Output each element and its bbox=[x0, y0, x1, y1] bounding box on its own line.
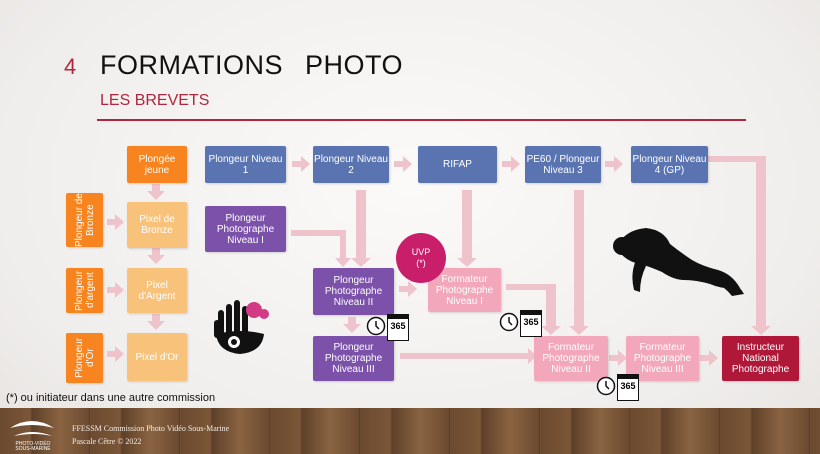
calendar-icon: 365 bbox=[617, 374, 639, 401]
footnote: (*) ou initiateur dans une autre commiss… bbox=[6, 392, 216, 404]
badge-plongeur-argent-label: Plongeur d'argent bbox=[73, 270, 96, 311]
title-rule bbox=[97, 119, 746, 121]
arrow-photo2-photo3 bbox=[343, 317, 361, 333]
arrow-or-pixel bbox=[107, 346, 124, 362]
page-title: FORMATIONS PHOTO bbox=[100, 50, 404, 80]
diver-icon bbox=[613, 228, 744, 296]
arrow-rifap-formateur1 bbox=[457, 190, 477, 267]
page-subtitle: LES BREVETS bbox=[100, 92, 210, 109]
arrow-argent-or bbox=[147, 314, 165, 330]
arrow-bronze-argent bbox=[147, 248, 165, 264]
arrow-bronze-pixel bbox=[107, 214, 124, 230]
arrow-form2-form3 bbox=[609, 350, 627, 366]
box-instructeur: Instructeur National Photographe bbox=[722, 336, 799, 381]
box-photo-n1: Plongeur Photographe Niveau I bbox=[205, 206, 286, 252]
uvp-label: UVP bbox=[411, 247, 431, 257]
badge-plongeur-or: Plongeur d'Or bbox=[66, 333, 103, 383]
box-photo-n3: Plongeur Photographe Niveau III bbox=[313, 336, 394, 381]
arrow-n4-instructeur bbox=[706, 156, 771, 335]
arrow-rifap-pe60 bbox=[502, 156, 520, 172]
box-plongeur-n4: Plongeur Niveau 4 (GP) bbox=[631, 146, 708, 183]
box-pe60: PE60 / Plongeur Niveau 3 bbox=[525, 146, 601, 183]
arrow-formateur1-formateur2 bbox=[506, 284, 561, 335]
box-plongeur-n2: Plongeur Niveau 2 bbox=[313, 146, 389, 183]
badge-plongeur-bronze-label: Plongeur de Bronze bbox=[73, 193, 96, 247]
calendar-icon: 365 bbox=[387, 314, 409, 341]
arrow-photo2-formateur1 bbox=[399, 281, 417, 297]
clock-icon bbox=[499, 312, 519, 332]
badge-plongeur-bronze: Plongeur de Bronze bbox=[66, 193, 103, 247]
box-pixel-bronze: Pixel de Bronze bbox=[127, 202, 187, 248]
arrow-photo3-formateur2 bbox=[400, 348, 537, 364]
uvp-note: (*) bbox=[416, 258, 426, 268]
calendar-icon: 365 bbox=[520, 310, 542, 337]
calendar-label: 365 bbox=[523, 317, 539, 327]
badge-plongeur-argent: Plongeur d'argent bbox=[66, 268, 103, 313]
arrow-n2-rifap bbox=[394, 156, 412, 172]
arrow-n1-n2 bbox=[292, 156, 310, 172]
arrow-argent-pixel bbox=[107, 282, 124, 298]
anemone-fish-icon bbox=[214, 300, 269, 354]
box-plongee-jeune: Plongée jeune bbox=[127, 146, 187, 183]
box-pixel-or: Pixel d'Or bbox=[127, 333, 187, 381]
calendar-label: 365 bbox=[620, 381, 636, 391]
arrow-photo1-photo2 bbox=[291, 230, 351, 267]
box-formateur-n3: Formateur Photographe Niveau III bbox=[626, 336, 699, 381]
svg-text:PHOTO-VIDÉO: PHOTO-VIDÉO bbox=[16, 440, 51, 447]
ffessm-logo-icon: PHOTO-VIDÉO SOUS-MARINE bbox=[10, 421, 54, 450]
arrow-jeune-bronze bbox=[147, 184, 165, 200]
footer-author: Pascale Cêtre © 2022 bbox=[72, 437, 142, 446]
box-formateur-n2: Formateur Photographe Niveau II bbox=[534, 336, 608, 381]
arrow-n2-photo2 bbox=[351, 190, 371, 267]
section-number: 4 bbox=[64, 54, 77, 79]
box-rifap: RIFAP bbox=[418, 146, 497, 183]
calendar-label: 365 bbox=[390, 321, 406, 331]
arrow-pe60-formateur2 bbox=[569, 190, 589, 335]
clock-icon bbox=[366, 316, 386, 336]
badge-plongeur-or-label: Plongeur d'Or bbox=[73, 337, 96, 379]
wood-floor bbox=[0, 408, 820, 454]
uvp-badge: UVP (*) bbox=[396, 233, 446, 283]
box-pixel-argent: Pixel d'Argent bbox=[127, 268, 187, 313]
box-photo-n2: Plongeur Photographe Niveau II bbox=[313, 268, 394, 315]
svg-text:SOUS-MARINE: SOUS-MARINE bbox=[15, 446, 51, 450]
arrow-form3-instructeur bbox=[700, 350, 718, 366]
clock-icon bbox=[596, 376, 616, 396]
footer-org: FFESSM Commission Photo Vidéo Sous-Marin… bbox=[72, 424, 230, 433]
box-plongeur-n1: Plongeur Niveau 1 bbox=[205, 146, 286, 183]
box-formateur-n1: Formateur Photographe Niveau I bbox=[428, 268, 501, 312]
arrow-pe60-n4 bbox=[605, 156, 623, 172]
